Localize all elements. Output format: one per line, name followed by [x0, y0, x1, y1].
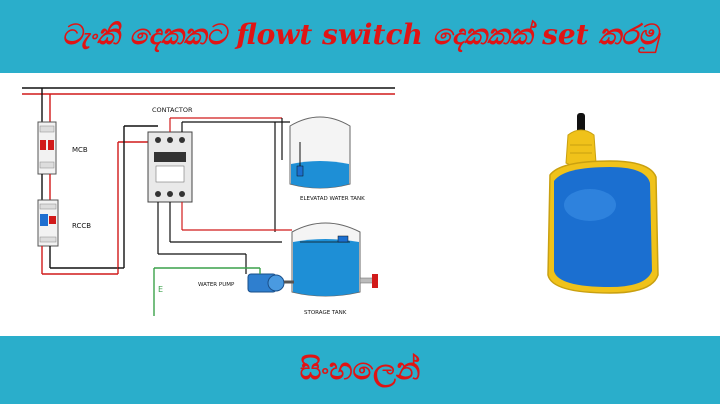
mcb-breaker: [37, 121, 57, 175]
mcb-label: MCB: [72, 146, 88, 154]
contactor: [147, 131, 193, 203]
elevated-tank-label: ELEVATAD WATER TANK: [300, 196, 365, 202]
wiring-diagram: MCB RCCB CONTACTOR: [22, 87, 395, 316]
language-caption: සිංහලෙන්: [299, 352, 421, 387]
storage-tank-label: STORAGE TANK: [304, 310, 347, 316]
elevated-water-tank: [289, 116, 351, 189]
water-pump: [247, 273, 294, 293]
storage-tank: [291, 222, 378, 297]
float-switch-image: [547, 113, 659, 294]
bottom-banner: [0, 336, 720, 404]
contactor-label: CONTACTOR: [152, 106, 193, 114]
rccb-label: RCCB: [72, 222, 91, 230]
rccb-breaker: [37, 199, 59, 247]
water-pump-label: WATER PUMP: [198, 282, 235, 288]
top-banner: [0, 0, 720, 73]
video-title: ටැංකි දෙකකට flowt switch දෙකකක් set කරමු: [61, 18, 659, 51]
earth-label: E: [158, 285, 163, 294]
